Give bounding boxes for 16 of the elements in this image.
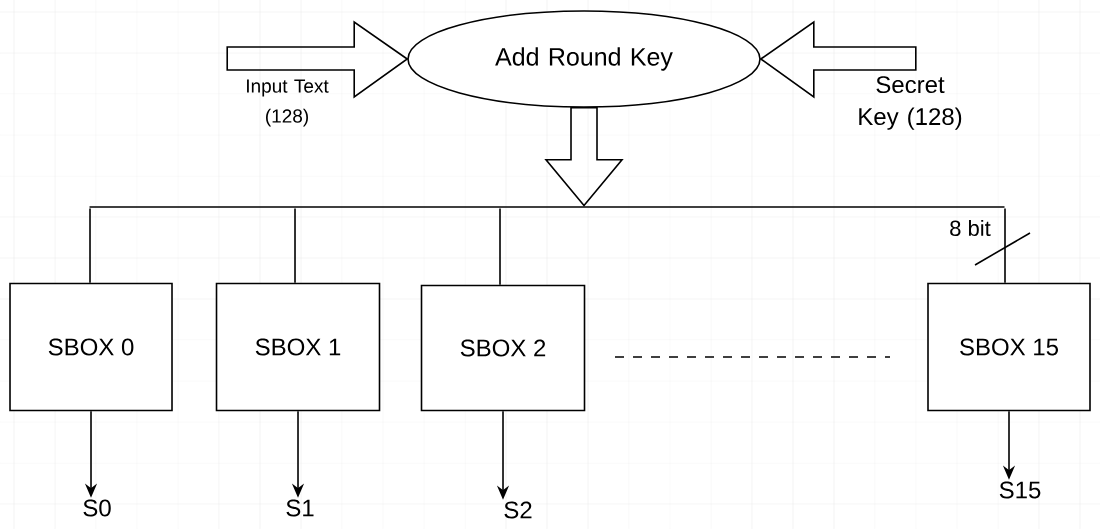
output-label: S1 bbox=[286, 499, 314, 517]
bus-line bbox=[89, 206, 1005, 208]
sbox-box: SBOX 2 bbox=[420, 284, 586, 412]
edge-label: Secret Key (128) bbox=[859, 76, 962, 130]
output-label: S0 bbox=[83, 499, 111, 517]
connector-line bbox=[1004, 207, 1006, 284]
output-label: S2 bbox=[504, 501, 532, 519]
sbox-box: SBOX 15 bbox=[927, 282, 1091, 412]
edge-label: Input Text (128) bbox=[247, 79, 329, 127]
edge-label: 8 bit bbox=[950, 219, 991, 237]
connector-line bbox=[89, 207, 91, 284]
output-label: S15 bbox=[999, 481, 1041, 499]
sbox-box: SBOX 1 bbox=[215, 282, 381, 412]
connector-line bbox=[499, 207, 501, 286]
sbox-box: SBOX 0 bbox=[9, 282, 173, 412]
connector-line bbox=[294, 207, 296, 284]
